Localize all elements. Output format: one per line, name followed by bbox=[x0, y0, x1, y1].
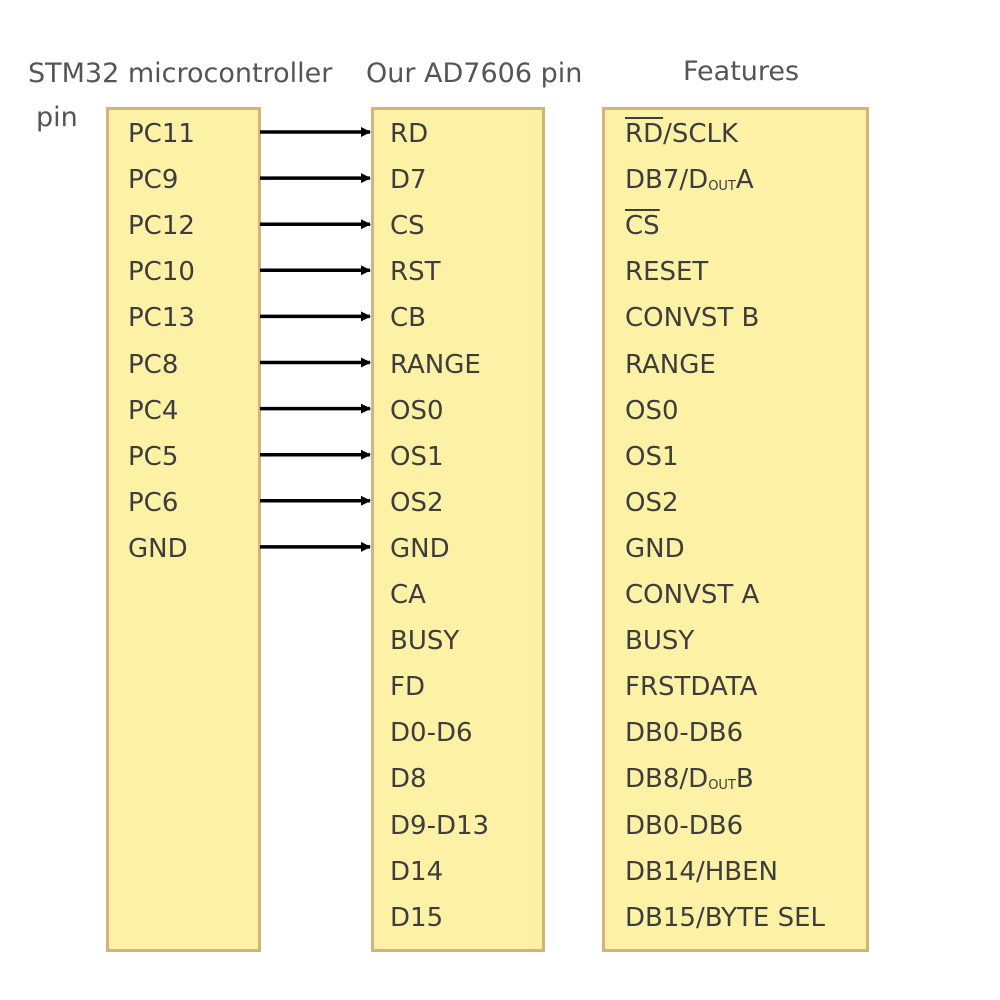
ad7606-pin-box bbox=[371, 107, 545, 952]
stm32-column-header-continued: pin bbox=[36, 102, 78, 133]
feature-subscript: OUT bbox=[708, 179, 736, 195]
feature-text-tail: B bbox=[735, 764, 754, 795]
stm32-pin-label: PC8 bbox=[128, 349, 179, 380]
feature-text: DB15/BYTE SEL bbox=[625, 902, 825, 933]
active-low-signal-name: RD bbox=[625, 119, 664, 149]
feature-label: BUSY bbox=[625, 628, 694, 654]
features-column-header: Features bbox=[683, 56, 800, 87]
ad7606-pin-label: CB bbox=[390, 303, 426, 334]
stm32-pin-label: PC12 bbox=[128, 211, 195, 242]
feature-text: CONVST B bbox=[625, 303, 760, 334]
ad7606-pin-label: CA bbox=[390, 580, 426, 610]
ad7606-pin-label: D7 bbox=[390, 165, 427, 196]
feature-label: DB7/DOUTA bbox=[625, 167, 754, 193]
ad7606-pin-label: GND bbox=[390, 533, 450, 564]
feature-label: DB14/HBEN bbox=[625, 859, 778, 885]
feature-label: RD/SCLK bbox=[625, 121, 738, 147]
stm32-pin-label: PC6 bbox=[128, 487, 179, 518]
feature-label: CONVST A bbox=[625, 582, 759, 608]
feature-label: DB8/DOUTB bbox=[625, 766, 754, 792]
feature-text: /SCLK bbox=[663, 119, 739, 149]
stm32-pin-label: PC10 bbox=[128, 257, 195, 288]
feature-text: BUSY bbox=[625, 626, 695, 657]
feature-text: DB8/D bbox=[625, 764, 709, 795]
feature-label: OS0 bbox=[625, 398, 679, 424]
stm32-pin-box bbox=[106, 107, 261, 952]
ad7606-column-header: Our AD7606 pin bbox=[366, 58, 583, 89]
feature-label: RESET bbox=[625, 259, 708, 285]
feature-label: OS1 bbox=[625, 444, 679, 470]
ad7606-pin-label: RST bbox=[390, 257, 441, 288]
ad7606-pin-label: FD bbox=[390, 672, 425, 703]
feature-text: OS2 bbox=[625, 487, 679, 518]
feature-label: DB15/BYTE SEL bbox=[625, 905, 825, 931]
feature-text: DB7/D bbox=[625, 165, 709, 196]
active-low-signal-name: CS bbox=[625, 211, 660, 242]
feature-text: FRSTDATA bbox=[625, 672, 758, 703]
stm32-pin-label: PC9 bbox=[128, 165, 179, 196]
feature-text: DB14/HBEN bbox=[625, 856, 778, 887]
ad7606-pin-label: CS bbox=[390, 211, 425, 242]
feature-text: OS1 bbox=[625, 441, 679, 472]
feature-subscript: OUT bbox=[708, 778, 736, 794]
feature-text: RESET bbox=[625, 257, 709, 288]
feature-text: GND bbox=[625, 533, 685, 564]
stm32-column-header: STM32 microcontroller bbox=[28, 58, 333, 89]
ad7606-pin-label: D14 bbox=[390, 856, 444, 887]
ad7606-pin-label: D8 bbox=[390, 764, 427, 795]
stm32-pin-label: GND bbox=[128, 533, 188, 564]
features-box bbox=[602, 107, 869, 952]
feature-label: FRSTDATA bbox=[625, 674, 757, 700]
ad7606-pin-label: D15 bbox=[390, 902, 444, 933]
feature-label: CONVST B bbox=[625, 305, 759, 331]
feature-text: CONVST A bbox=[625, 580, 760, 610]
ad7606-pin-label: BUSY bbox=[390, 626, 460, 657]
ad7606-pin-label: D9-D13 bbox=[390, 810, 490, 841]
feature-text: RANGE bbox=[625, 349, 716, 380]
stm32-pin-label: PC5 bbox=[128, 441, 179, 472]
feature-label: RANGE bbox=[625, 352, 716, 378]
ad7606-pin-label: RD bbox=[390, 119, 429, 149]
stm32-pin-label: PC13 bbox=[128, 303, 195, 334]
ad7606-pin-label: D0-D6 bbox=[390, 718, 473, 749]
feature-label: OS2 bbox=[625, 490, 679, 516]
ad7606-pin-label: OS1 bbox=[390, 441, 444, 472]
feature-label: DB0-DB6 bbox=[625, 720, 743, 746]
ad7606-pin-label: OS2 bbox=[390, 487, 444, 518]
feature-text: DB0-DB6 bbox=[625, 810, 744, 841]
ad7606-pin-label: OS0 bbox=[390, 395, 444, 426]
stm32-pin-label: PC4 bbox=[128, 395, 179, 426]
feature-text: DB0-DB6 bbox=[625, 718, 744, 749]
feature-label: GND bbox=[625, 536, 685, 562]
feature-text: OS0 bbox=[625, 395, 679, 426]
feature-label: CS bbox=[625, 213, 660, 239]
feature-text-tail: A bbox=[735, 165, 754, 196]
stm32-pin-label: PC11 bbox=[128, 119, 195, 149]
ad7606-pin-label: RANGE bbox=[390, 349, 481, 380]
feature-label: DB0-DB6 bbox=[625, 813, 743, 839]
